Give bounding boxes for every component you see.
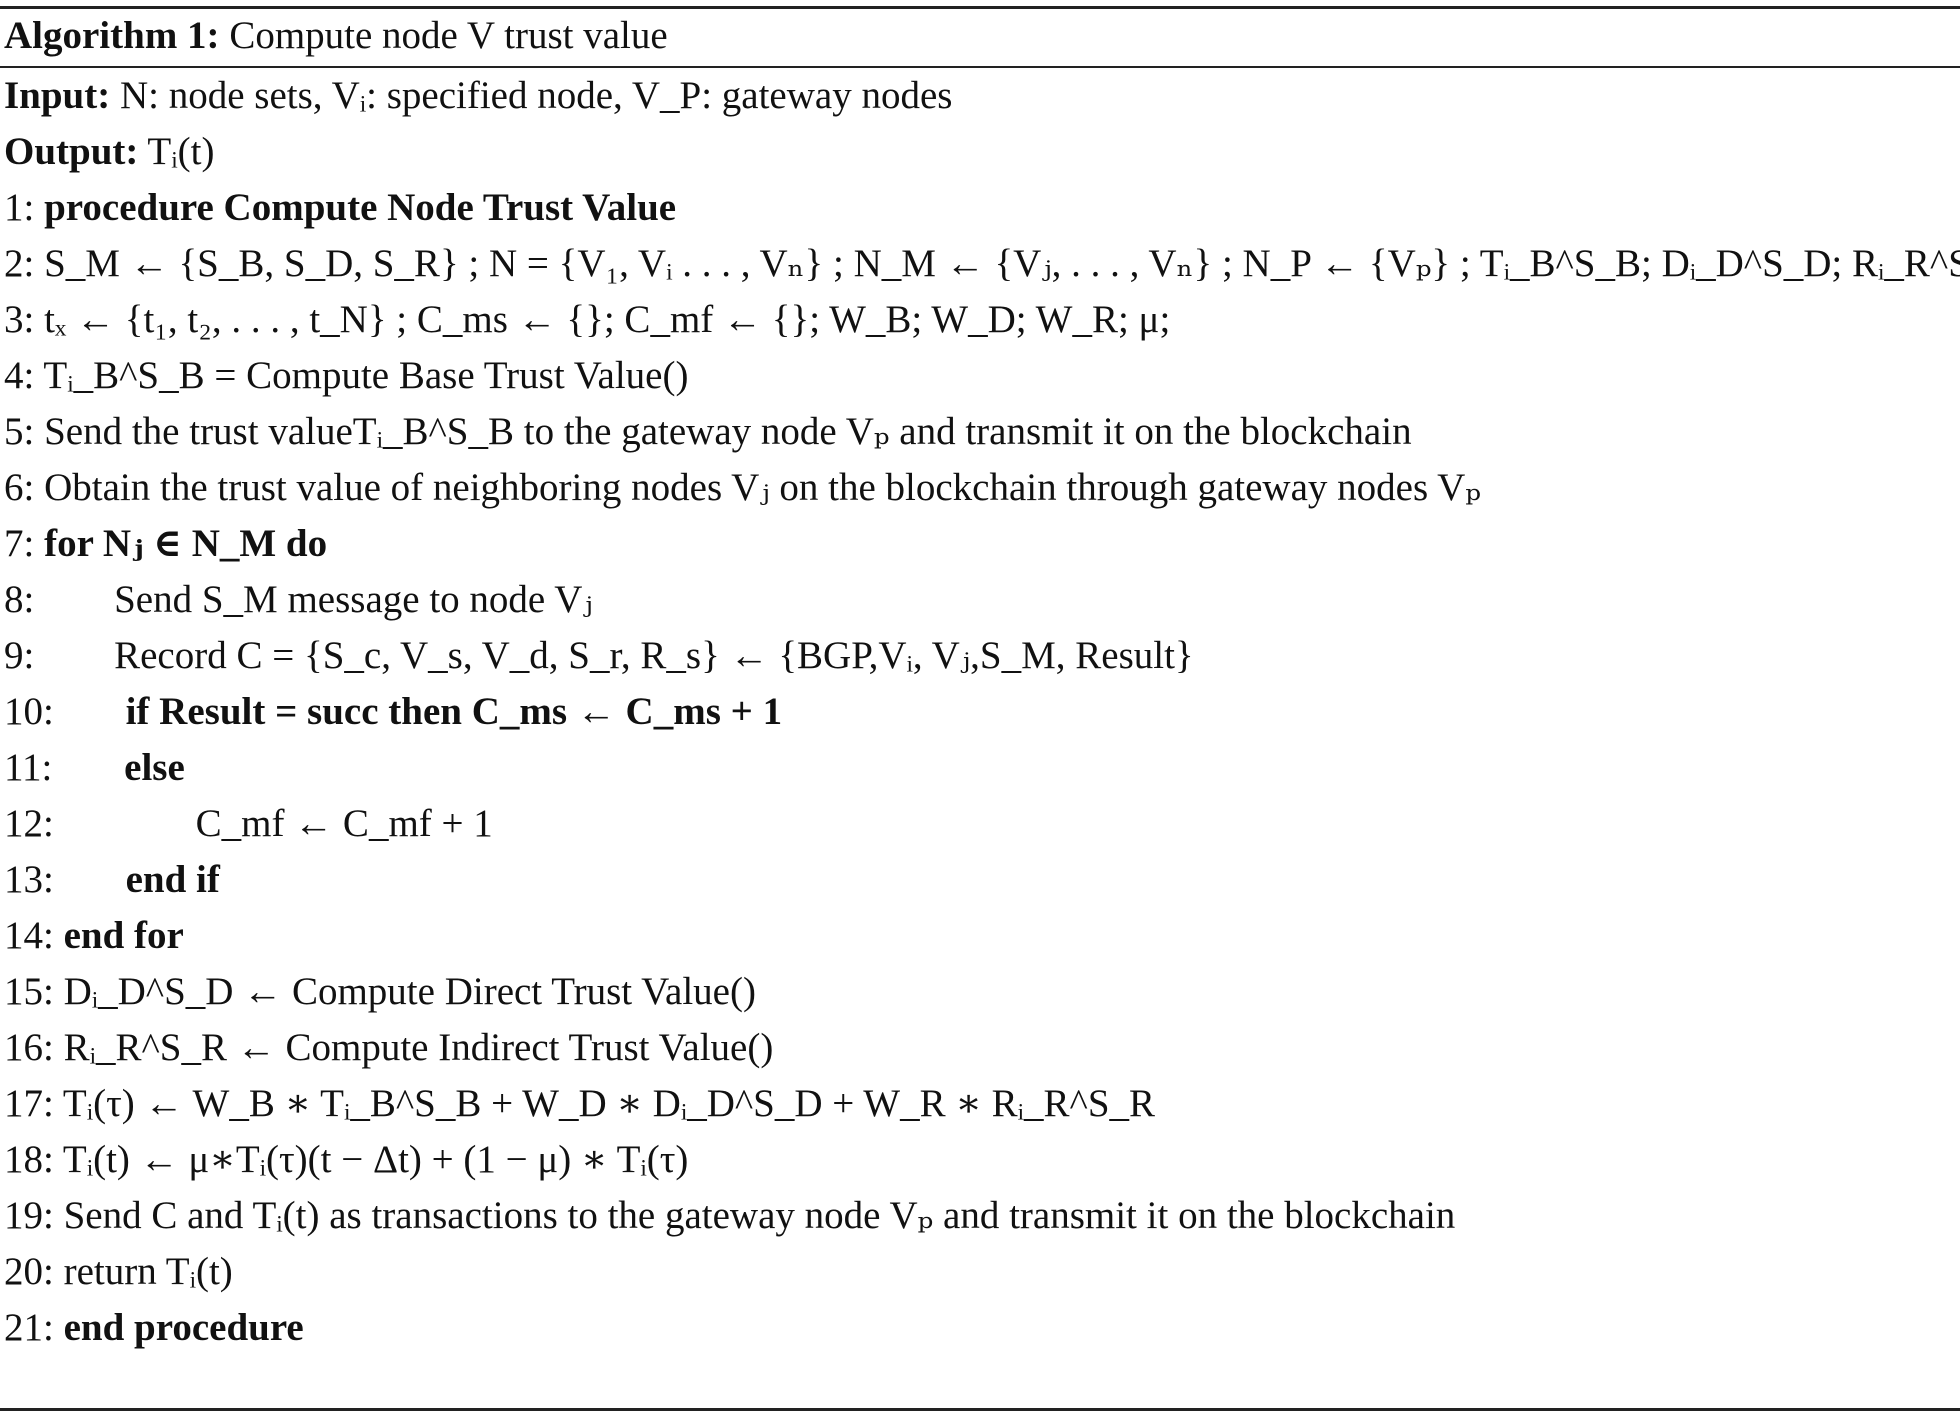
line-text: Send S_M message to node Vⱼ	[114, 578, 593, 621]
line-text: end if	[125, 858, 220, 901]
line-number: 5:	[4, 410, 35, 453]
line-text: for Nⱼ ∈ N_M do	[44, 522, 328, 565]
line-text: else	[124, 746, 185, 789]
input-label: Input:	[4, 74, 111, 117]
algorithm-line-14: 14: end for	[4, 908, 184, 964]
output-line: Output: Tᵢ(t)	[4, 124, 214, 180]
algorithm-line-20: 20: return Tᵢ(t)	[4, 1244, 233, 1300]
algorithm-line-3: 3: tₓ ← {t₁, t₂, . . . , t_N} ; C_ms ← {…	[4, 292, 1170, 348]
output-label: Output:	[4, 130, 139, 173]
line-number: 1:	[4, 186, 35, 229]
line-number: 18:	[4, 1138, 54, 1181]
line-number: 17:	[4, 1082, 54, 1125]
title-rule	[0, 66, 1960, 68]
line-number: 10:	[4, 690, 54, 733]
line-text: Tᵢ_B^S_B = Compute Base Trust Value()	[43, 354, 689, 397]
line-number: 13:	[4, 858, 54, 901]
line-number: 15:	[4, 970, 54, 1013]
line-text: S_M ← {S_B, S_D, S_R} ; N = {V₁, Vᵢ . . …	[44, 242, 1960, 285]
algorithm-line-13: 13: end if	[4, 852, 220, 908]
line-text: Send the trust valueTᵢ_B^S_B to the gate…	[44, 410, 1412, 453]
line-number: 19:	[4, 1194, 54, 1237]
algorithm-line-6: 6: Obtain the trust value of neighboring…	[4, 460, 1481, 516]
bottom-rule	[0, 1408, 1960, 1411]
algorithm-title: Algorithm 1: Compute node V trust value	[4, 8, 668, 64]
algorithm-line-7: 7: for Nⱼ ∈ N_M do	[4, 516, 327, 572]
line-number: 7:	[4, 522, 35, 565]
line-text: procedure Compute Node Trust Value	[44, 186, 677, 229]
algorithm-line-1: 1: procedure Compute Node Trust Value	[4, 180, 676, 236]
line-text: tₓ ← {t₁, t₂, . . . , t_N} ; C_ms ← {}; …	[44, 298, 1171, 341]
algorithm-line-12: 12: C_mf ← C_mf + 1	[4, 796, 493, 852]
algorithm-line-16: 16: Rᵢ_R^S_R ← Compute Indirect Trust Va…	[4, 1020, 773, 1076]
algorithm-line-21: 21: end procedure	[4, 1300, 304, 1356]
line-text: end procedure	[63, 1306, 304, 1349]
line-number: 21:	[4, 1306, 54, 1349]
algorithm-label: Algorithm 1:	[4, 14, 220, 57]
algorithm-line-4: 4: Tᵢ_B^S_B = Compute Base Trust Value()	[4, 348, 688, 404]
line-number: 12:	[4, 802, 54, 845]
line-number: 20:	[4, 1250, 54, 1293]
line-number: 14:	[4, 914, 54, 957]
top-rule	[0, 6, 1960, 9]
line-text: Tᵢ(τ) ← W_B ∗ Tᵢ_B^S_B + W_D ∗ Dᵢ_D^S_D …	[62, 1082, 1156, 1125]
algorithm-line-2: 2: S_M ← {S_B, S_D, S_R} ; N = {V₁, Vᵢ .…	[4, 236, 1960, 292]
algorithm-line-10: 10: if Result = succ then C_ms ← C_ms + …	[4, 684, 782, 740]
algorithm-line-9: 9: Record C = {S_c, V_s, V_d, S_r, R_s} …	[4, 628, 1194, 684]
algorithm-line-18: 18: Tᵢ(t) ← μ∗Tᵢ(τ)(t − Δt) + (1 − μ) ∗ …	[4, 1132, 688, 1188]
algorithm-line-11: 11: else	[4, 740, 185, 796]
line-text: end for	[63, 914, 184, 957]
line-text: Obtain the trust value of neighboring no…	[44, 466, 1481, 509]
algorithm-name: Compute node V trust value	[229, 14, 668, 57]
line-number: 9:	[4, 634, 35, 677]
line-number: 11:	[4, 746, 53, 789]
line-number: 16:	[4, 1026, 54, 1069]
algorithm-line-8: 8: Send S_M message to node Vⱼ	[4, 572, 593, 628]
input-text: N: node sets, Vᵢ: specified node, V_P: g…	[119, 74, 953, 117]
line-number: 3:	[4, 298, 35, 341]
line-text: Tᵢ(t) ← μ∗Tᵢ(τ)(t − Δt) + (1 − μ) ∗ Tᵢ(τ…	[62, 1138, 689, 1181]
line-number: 4:	[4, 354, 35, 397]
line-text: return Tᵢ(t)	[63, 1250, 233, 1293]
line-text: Dᵢ_D^S_D ← Compute Direct Trust Value()	[63, 970, 756, 1013]
line-text: Rᵢ_R^S_R ← Compute Indirect Trust Value(…	[63, 1026, 774, 1069]
line-number: 8:	[4, 578, 35, 621]
algorithm-line-17: 17: Tᵢ(τ) ← W_B ∗ Tᵢ_B^S_B + W_D ∗ Dᵢ_D^…	[4, 1076, 1155, 1132]
algorithm-line-19: 19: Send C and Tᵢ(t) as transactions to …	[4, 1188, 1455, 1244]
line-number: 6:	[4, 466, 35, 509]
line-text: C_mf ← C_mf + 1	[195, 802, 493, 845]
output-text: Tᵢ(t)	[147, 130, 215, 173]
line-text: Send C and Tᵢ(t) as transactions to the …	[63, 1194, 1456, 1237]
line-text: if Result = succ then C_ms ← C_ms + 1	[125, 690, 783, 733]
algorithm-line-5: 5: Send the trust valueTᵢ_B^S_B to the g…	[4, 404, 1412, 460]
input-line: Input: N: node sets, Vᵢ: specified node,…	[4, 68, 952, 124]
line-number: 2:	[4, 242, 35, 285]
line-text: Record C = {S_c, V_s, V_d, S_r, R_s} ← {…	[114, 634, 1194, 677]
algorithm-line-15: 15: Dᵢ_D^S_D ← Compute Direct Trust Valu…	[4, 964, 756, 1020]
